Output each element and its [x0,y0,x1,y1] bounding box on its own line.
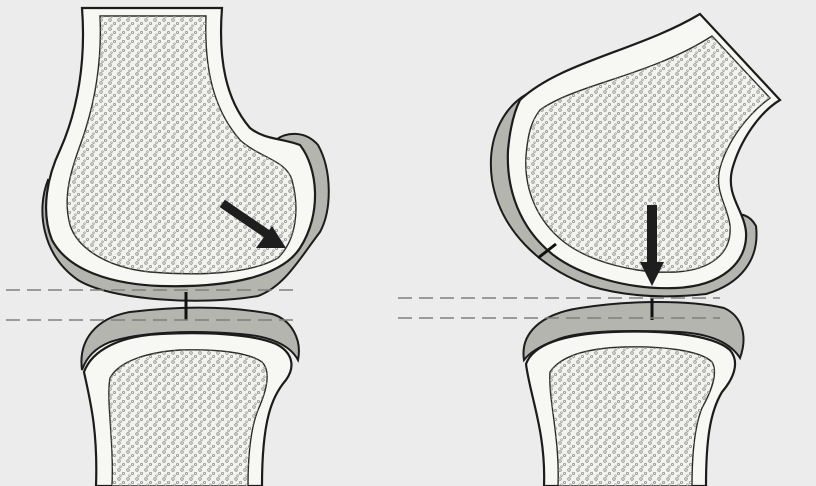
left-knee-panel [6,8,329,486]
left-tibia-trabecular-texture [109,350,267,486]
right-knee-panel [398,14,780,486]
right-tibia-trabecular-texture [550,347,715,486]
